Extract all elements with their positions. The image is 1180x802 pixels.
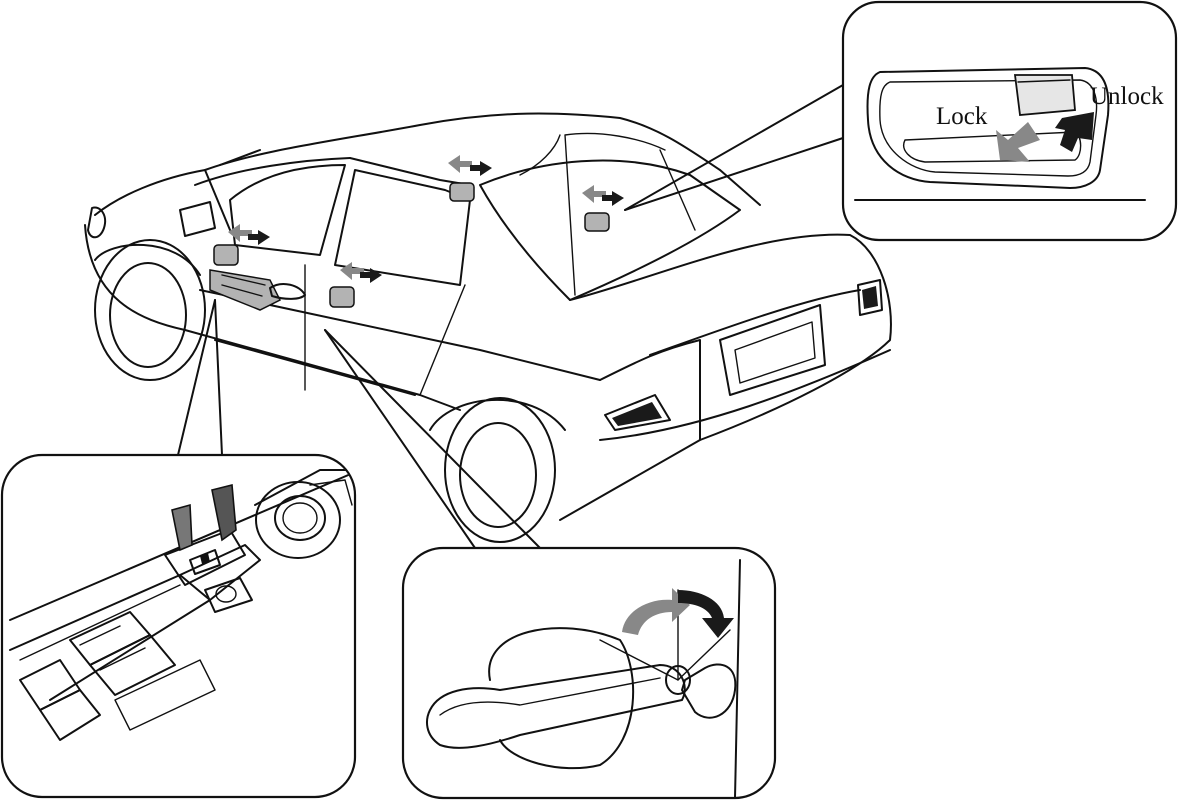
power-lock-switch-callout — [0, 453, 357, 799]
lock-label: Lock — [936, 103, 988, 130]
callout-leaders — [177, 84, 844, 549]
door-lock-indicators — [209, 155, 624, 311]
sedan-illustration — [84, 112, 892, 543]
interior-lock-callout: Lock Unlock — [841, 0, 1178, 242]
unlock-label: Unlock — [1090, 83, 1164, 110]
key-cylinder-callout — [401, 546, 777, 800]
